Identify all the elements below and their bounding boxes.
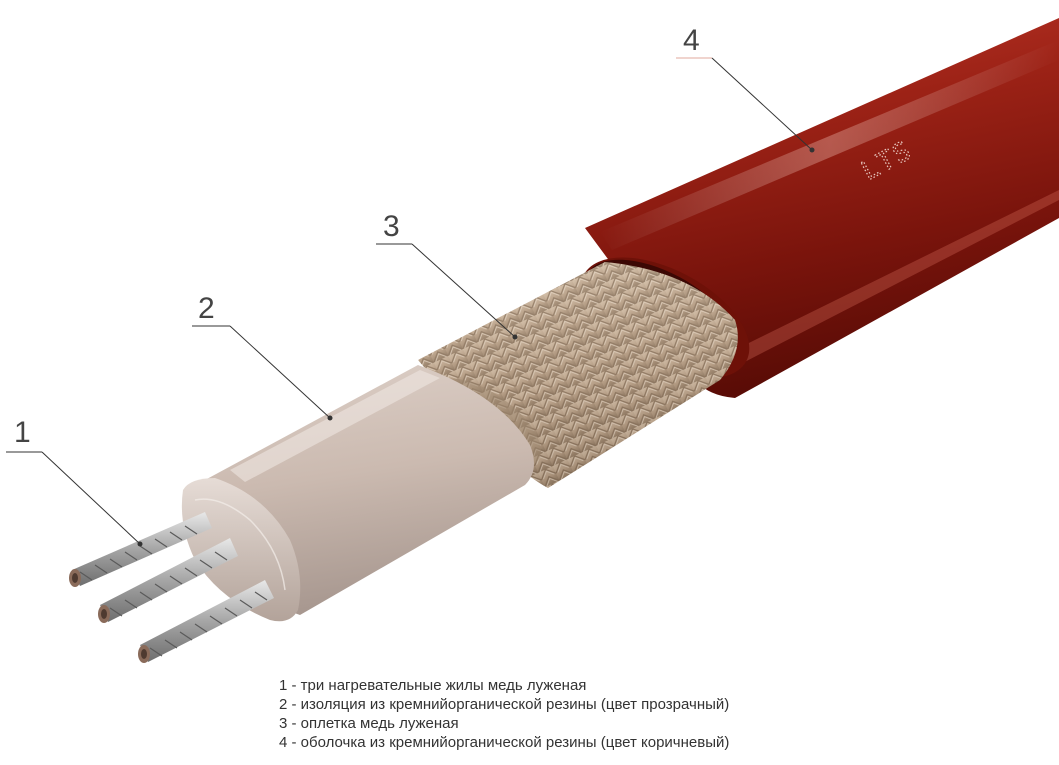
legend-item-1: 1 - три нагревательные жилы медь луженая xyxy=(279,677,587,694)
callout-2: 2 xyxy=(192,292,333,421)
callout-number-1: 1 xyxy=(14,416,31,449)
callout-4: 4 xyxy=(676,24,815,153)
callout-number-3: 3 xyxy=(383,210,400,243)
callout-1: 1 xyxy=(6,416,143,547)
conductor-wires xyxy=(69,512,274,663)
callout-leader-4 xyxy=(711,57,813,151)
callout-3: 3 xyxy=(376,210,518,340)
insulation-layer xyxy=(181,365,534,622)
legend-item-4: 4 - оболочка из кремнийорганической рези… xyxy=(279,734,730,751)
callout-leader-3 xyxy=(411,243,516,338)
callout-dot-3 xyxy=(512,334,518,340)
legend-item-2: 2 - изоляция из кремнийорганической рези… xyxy=(279,696,730,713)
callout-leader-2 xyxy=(229,325,331,419)
callout-leader-1 xyxy=(41,451,141,545)
callout-dot-2 xyxy=(327,415,333,421)
callout-number-4: 4 xyxy=(683,24,700,57)
conductor-wire-bottom xyxy=(138,580,274,663)
conductor-wire-middle xyxy=(98,538,238,623)
legend: 1 - три нагревательные жилы медь луженая… xyxy=(279,676,999,752)
callout-dot-4 xyxy=(809,147,815,153)
callout-dot-1 xyxy=(137,541,143,547)
legend-item-3: 3 - оплетка медь луженая xyxy=(279,715,459,732)
conductor-wire-top xyxy=(69,512,212,587)
callout-number-2: 2 xyxy=(198,292,215,325)
